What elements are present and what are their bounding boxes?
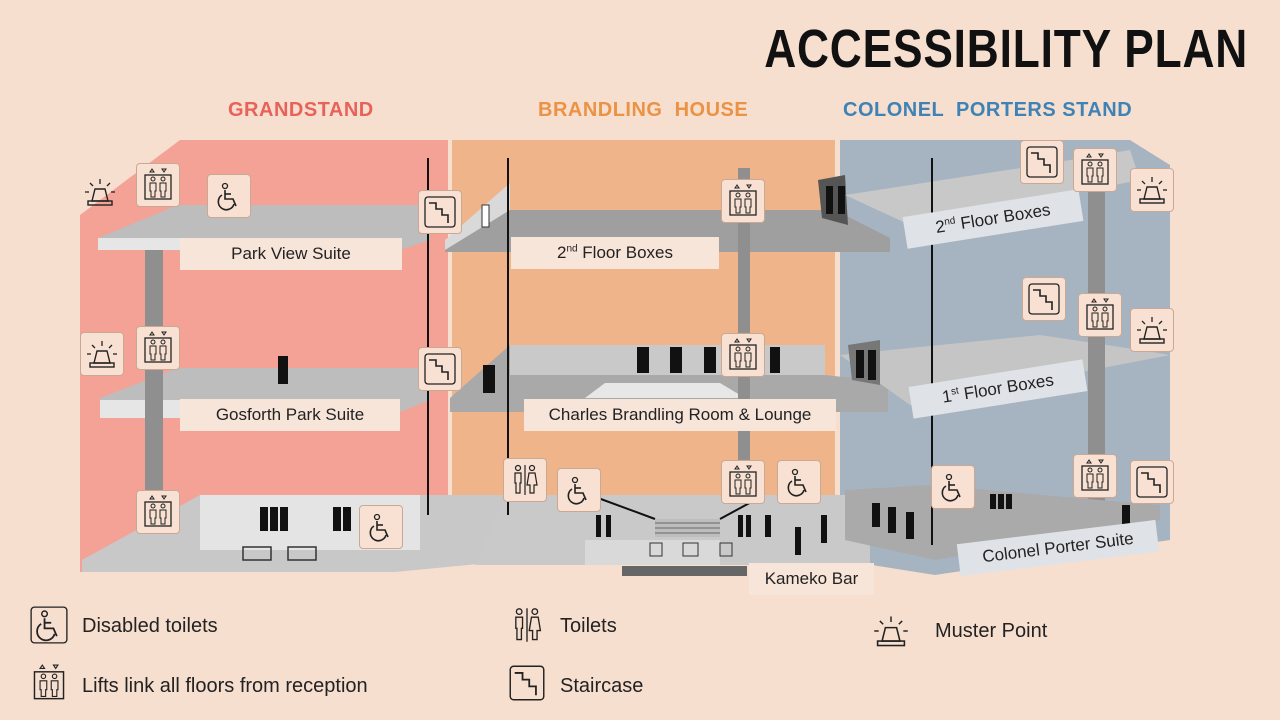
lift-icon [1078,293,1122,337]
muster-point-icon [80,332,124,376]
toilets-icon [503,458,547,502]
legend-lifts-label: Lifts link all floors from reception [82,675,368,697]
legend-muster-point-label: Muster Point [935,620,1048,642]
legend-disabled-toilet-icon [30,606,68,644]
lift-icon [1073,454,1117,498]
lift-icon [136,490,180,534]
lift-icon [721,179,765,223]
room-label-kameko-bar: Kameko Bar [749,563,874,595]
room-label-park-view-suite: Park View Suite [180,238,402,270]
staircase-icon [1020,140,1064,184]
lift-icon [721,333,765,377]
disabled-toilet-icon [931,465,975,509]
lift-icon [136,326,180,370]
brandling-house-heading: BRANDLING HOUSE [538,99,749,121]
cp-floor-2 [845,150,1140,225]
page-title: ACCESSIBILITY PLAN [764,19,1248,79]
legend-toilets-label: Toilets [560,615,617,637]
legend-staircase-icon [508,664,546,702]
staircase-icon [1130,460,1174,504]
disabled-toilet-icon [207,174,251,218]
muster-point-icon [78,170,122,214]
room-label-gosforth-park-suite: Gosforth Park Suite [180,399,400,431]
staircase-icon [418,347,462,391]
muster-point-icon [1130,308,1174,352]
legend-toilets-icon [508,606,546,644]
cp-ground [845,485,1160,560]
colonel-porters-stand-heading: COLONEL PORTERS STAND [843,99,1133,121]
legend-staircase-label: Staircase [560,675,644,697]
lift-icon [721,460,765,504]
staircase-icon [1022,277,1066,321]
room-label-charles-brandling: Charles Brandling Room & Lounge [524,399,836,431]
legend-disabled-toilets-label: Disabled toilets [82,615,218,637]
disabled-toilet-icon [359,505,403,549]
grandstand-heading: GRANDSTAND [228,99,374,121]
legend-lift-icon [30,664,68,702]
room-label-2nd-floor-boxes-bh: 2nd Floor Boxes [511,237,719,269]
staircase-icon [418,190,462,234]
disabled-toilet-icon [777,460,821,504]
lift-icon [136,163,180,207]
disabled-toilet-icon [557,468,601,512]
lift-icon [1073,148,1117,192]
legend-muster-point-icon [872,612,910,650]
muster-point-icon [1130,168,1174,212]
